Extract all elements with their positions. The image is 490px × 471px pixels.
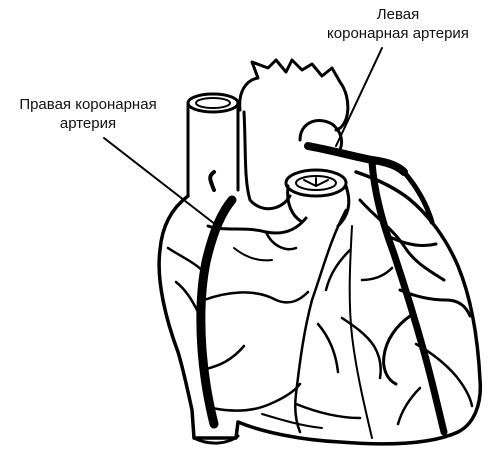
right-coronary-artery [168,172,308,424]
label-left-coronary-artery-line-1: Левая [303,5,490,24]
interventricular-groove [295,210,372,438]
label-left-coronary-artery-line-2: коронарная артерия [303,24,490,43]
label-right-coronary-artery-line-1: Правая коронарная [0,95,176,114]
label-right-coronary-artery: Правая коронарная артерия [0,95,176,133]
label-right-coronary-artery-line-2: артерия [0,114,176,133]
leader-lines [104,48,382,228]
superior-vena-cava [188,94,238,196]
leader-line-right-coronary [104,138,220,228]
pulmonary-valve [286,170,349,226]
label-left-coronary-artery: Левая коронарная артерия [303,5,490,43]
leader-line-left-coronary [336,48,382,146]
